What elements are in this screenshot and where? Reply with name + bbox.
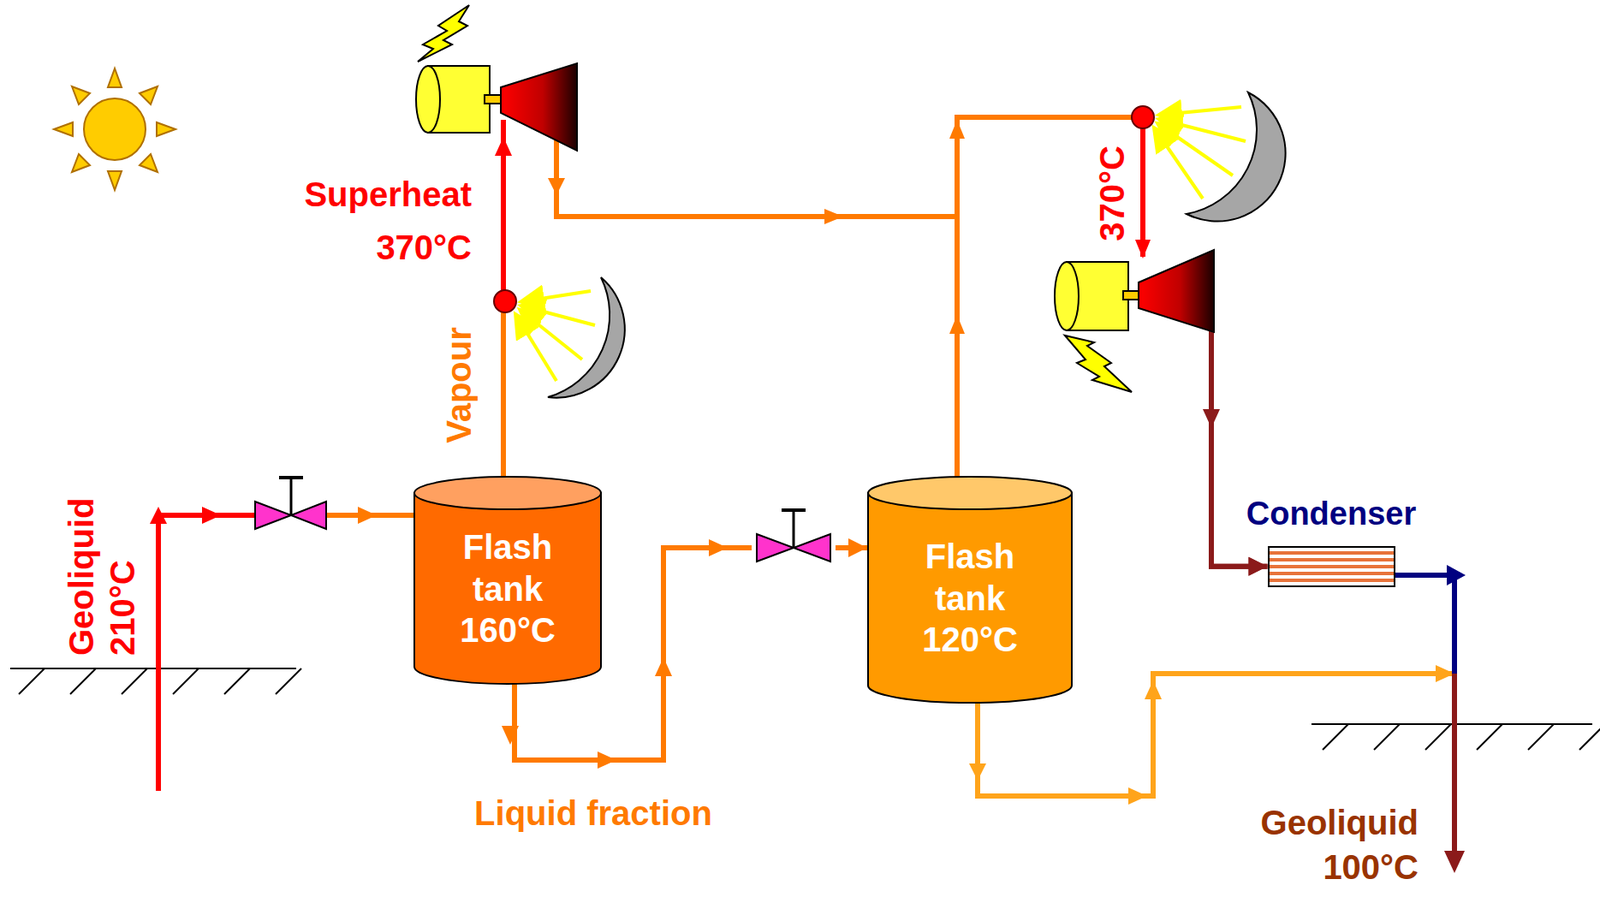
pipe-segment [954, 216, 960, 480]
arrow-head [1249, 557, 1268, 577]
valve-symbol [255, 477, 327, 530]
inlet-pipe [158, 515, 414, 792]
flow-arrow [824, 208, 844, 225]
rotated-label: Geoliquid 210°C [60, 457, 143, 656]
flow-arrow [1444, 850, 1465, 874]
flow-arrow [501, 725, 519, 745]
pipe-segment [500, 312, 506, 480]
flow-arrow [547, 178, 566, 196]
flow-arrow [949, 315, 965, 334]
flash-tank: Flash tank 120°C [867, 475, 1073, 704]
flow-arrow [949, 119, 965, 139]
flow-arrow [969, 763, 987, 781]
condenser-coil [1267, 546, 1396, 588]
flow-arrow [1202, 409, 1220, 429]
lightning-symbol [417, 5, 470, 62]
turbine-generator [1054, 249, 1214, 333]
pipe-segment [1140, 128, 1146, 257]
sun-symbol [53, 68, 176, 191]
rotated-label: 370°C [1091, 133, 1133, 254]
flow-arrow [202, 506, 221, 524]
flow-arrow [654, 657, 673, 677]
solar-concentrator [1131, 92, 1286, 222]
arrow-head [848, 538, 868, 558]
turbine-generator [416, 63, 577, 151]
flow-arrow [1446, 565, 1466, 586]
valve-symbol [751, 510, 836, 562]
flow-arrow [357, 506, 377, 524]
pipe-segment [1140, 128, 1146, 257]
flow-arrow [708, 539, 728, 557]
arrow-head [1249, 557, 1268, 577]
edge-label: Liquid fraction [474, 792, 713, 834]
tank-label: Flash tank 160°C [443, 526, 572, 652]
pipe-segment [556, 136, 958, 217]
flow-arrow [1435, 665, 1455, 683]
tank-label: Flash tank 120°C [905, 535, 1035, 661]
flow-arrow [1135, 239, 1151, 259]
flow-arrow [597, 751, 617, 769]
flow-arrow [494, 136, 512, 156]
solar-concentrator [493, 277, 625, 399]
flow-arrow [149, 506, 167, 524]
flow-arrow [1144, 680, 1162, 700]
stream-label: Superheat 370°C [249, 167, 472, 274]
flash-tank: Flash tank 160°C [413, 475, 602, 685]
stream-label: Geoliquid 100°C [1219, 800, 1419, 890]
lightning-symbol [1064, 335, 1132, 393]
rotated-label: Vapour [438, 316, 480, 454]
condenser-label: Condenser [1224, 496, 1439, 533]
flow-arrow [1128, 787, 1148, 805]
ground-line [10, 668, 1600, 750]
condenser: Condenser [1224, 496, 1439, 588]
